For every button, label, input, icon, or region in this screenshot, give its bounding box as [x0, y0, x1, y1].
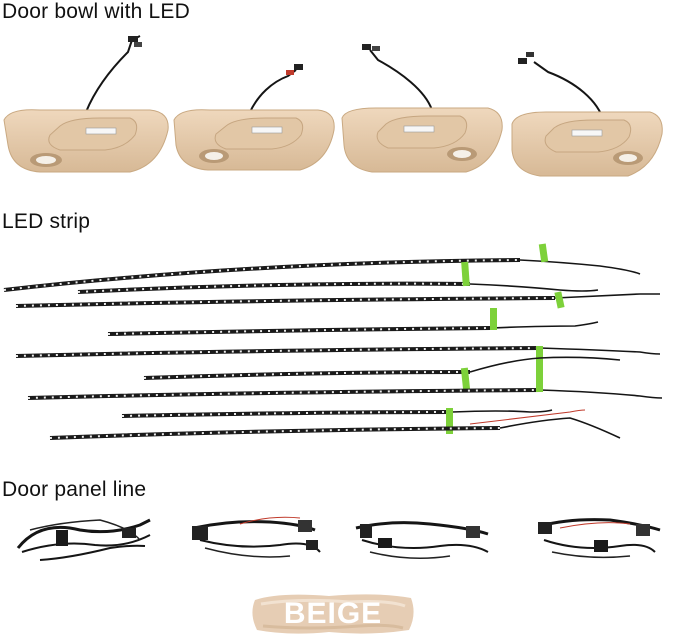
door-panel-harness-1: [16, 518, 151, 561]
led-strip-1: [3, 243, 641, 292]
door-bowl-2: [173, 64, 335, 171]
door-bowl-4: [511, 52, 663, 177]
led-strip-9: [49, 409, 621, 440]
section-title-led-strip: LED strip: [2, 210, 91, 233]
led-strip-4: [107, 308, 599, 336]
led-strip-6: [143, 356, 621, 391]
door-panel-harness-4: [538, 518, 661, 559]
section-title-door-bowl: Door bowl with LED: [2, 0, 191, 23]
color-badge-label: BEIGE: [283, 597, 383, 630]
led-strips: [3, 243, 663, 440]
led-strip-3: [15, 291, 660, 309]
led-strip-8: [121, 408, 553, 434]
door-bowl-1: [3, 35, 169, 173]
led-strip-7: [27, 372, 663, 400]
door-panel-harness-2: [192, 516, 321, 558]
brush-stroke-background: [252, 594, 414, 634]
led-strip-2: [77, 261, 599, 294]
led-strip-5: [15, 346, 661, 376]
door-bowl-3: [341, 44, 503, 173]
section-title-door-panel: Door panel line: [2, 478, 147, 501]
door-panel-harness-3: [355, 521, 489, 559]
color-badge: BEIGE: [249, 590, 417, 638]
